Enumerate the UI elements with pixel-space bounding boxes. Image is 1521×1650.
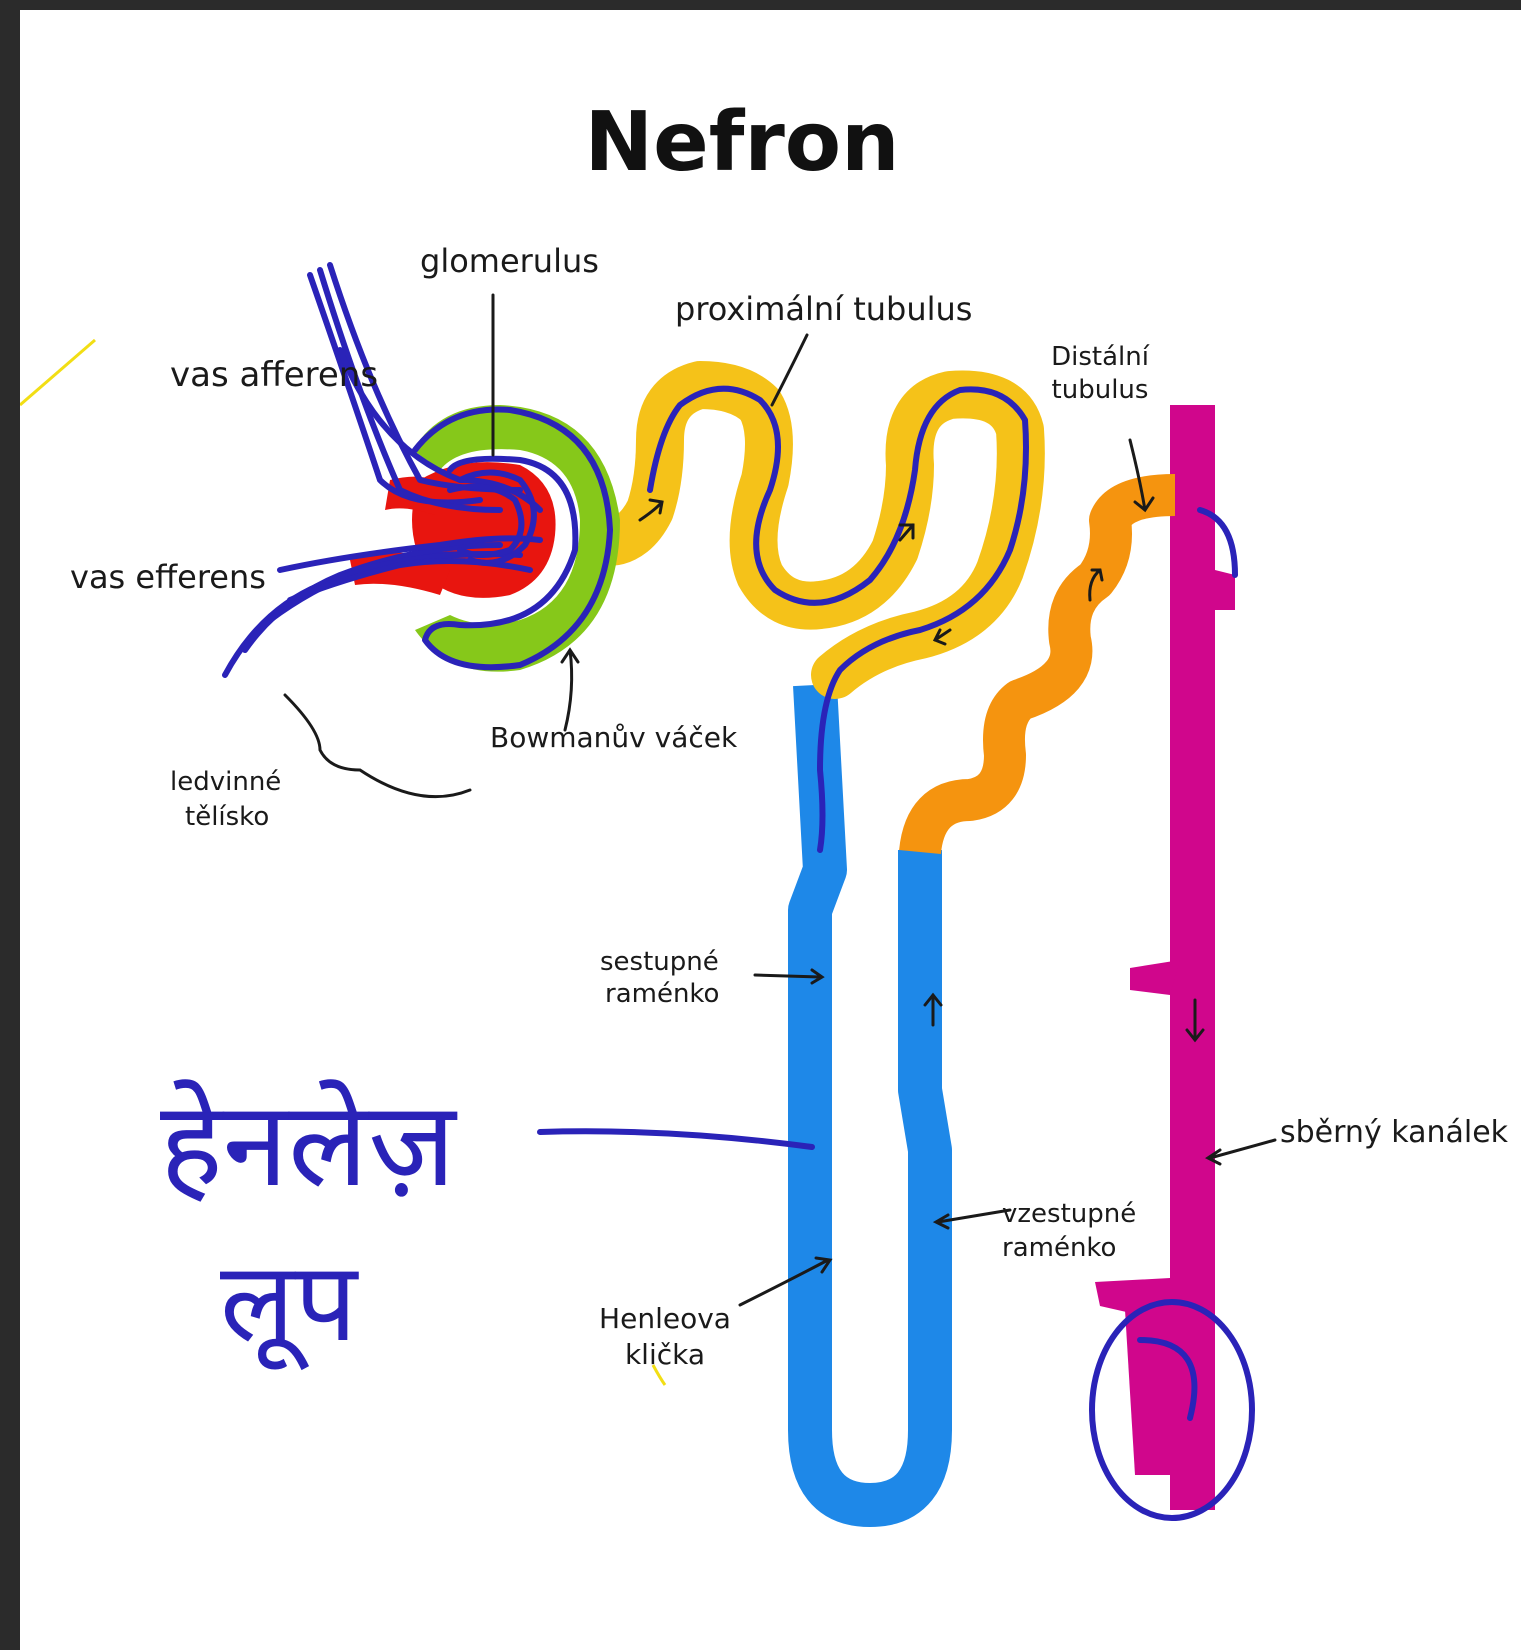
- highlight-stroke: [20, 340, 95, 405]
- label-distal-line1: Distální: [1051, 342, 1150, 372]
- label-ledvinne-line2: tělísko: [185, 802, 269, 832]
- ink-annotations: [225, 265, 1252, 1518]
- label-sestupne-line1: sestupné: [600, 947, 719, 977]
- label-sestupne-line2: raménko: [605, 979, 719, 1009]
- nephron-diagram: Nefron: [20, 10, 1521, 1650]
- handwriting-line2: लूप: [220, 1238, 360, 1371]
- proximal-tubule: [610, 385, 1021, 675]
- ink-pointer-line: [540, 1131, 812, 1147]
- label-vzestupne-line2: raménko: [1002, 1233, 1116, 1263]
- distal-tubule: [920, 495, 1175, 852]
- label-proximal-tubulus: proximální tubulus: [675, 290, 972, 328]
- label-vzestupne-line1: vzestupné: [1002, 1199, 1136, 1229]
- label-ledvinne-line1: ledvinné: [170, 767, 281, 797]
- label-henle-line1: Henleova: [599, 1302, 731, 1335]
- label-vas-efferens: vas efferens: [70, 558, 266, 596]
- diagram-title: Nefron: [584, 95, 899, 190]
- label-henle-line2: klička: [625, 1338, 705, 1371]
- label-bowman: Bowmanův váček: [490, 721, 738, 754]
- henle-loop: [810, 685, 930, 1505]
- label-glomerulus: glomerulus: [420, 242, 599, 280]
- label-distal-line2: tubulus: [1052, 375, 1149, 405]
- label-vas-afferens: vas afferens: [170, 355, 378, 395]
- handwriting-line1: हेनलेज़: [160, 1075, 458, 1213]
- label-sberny-kanalek: sběrný kanálek: [1280, 1115, 1509, 1150]
- diagram-canvas: Nefron: [20, 10, 1521, 1650]
